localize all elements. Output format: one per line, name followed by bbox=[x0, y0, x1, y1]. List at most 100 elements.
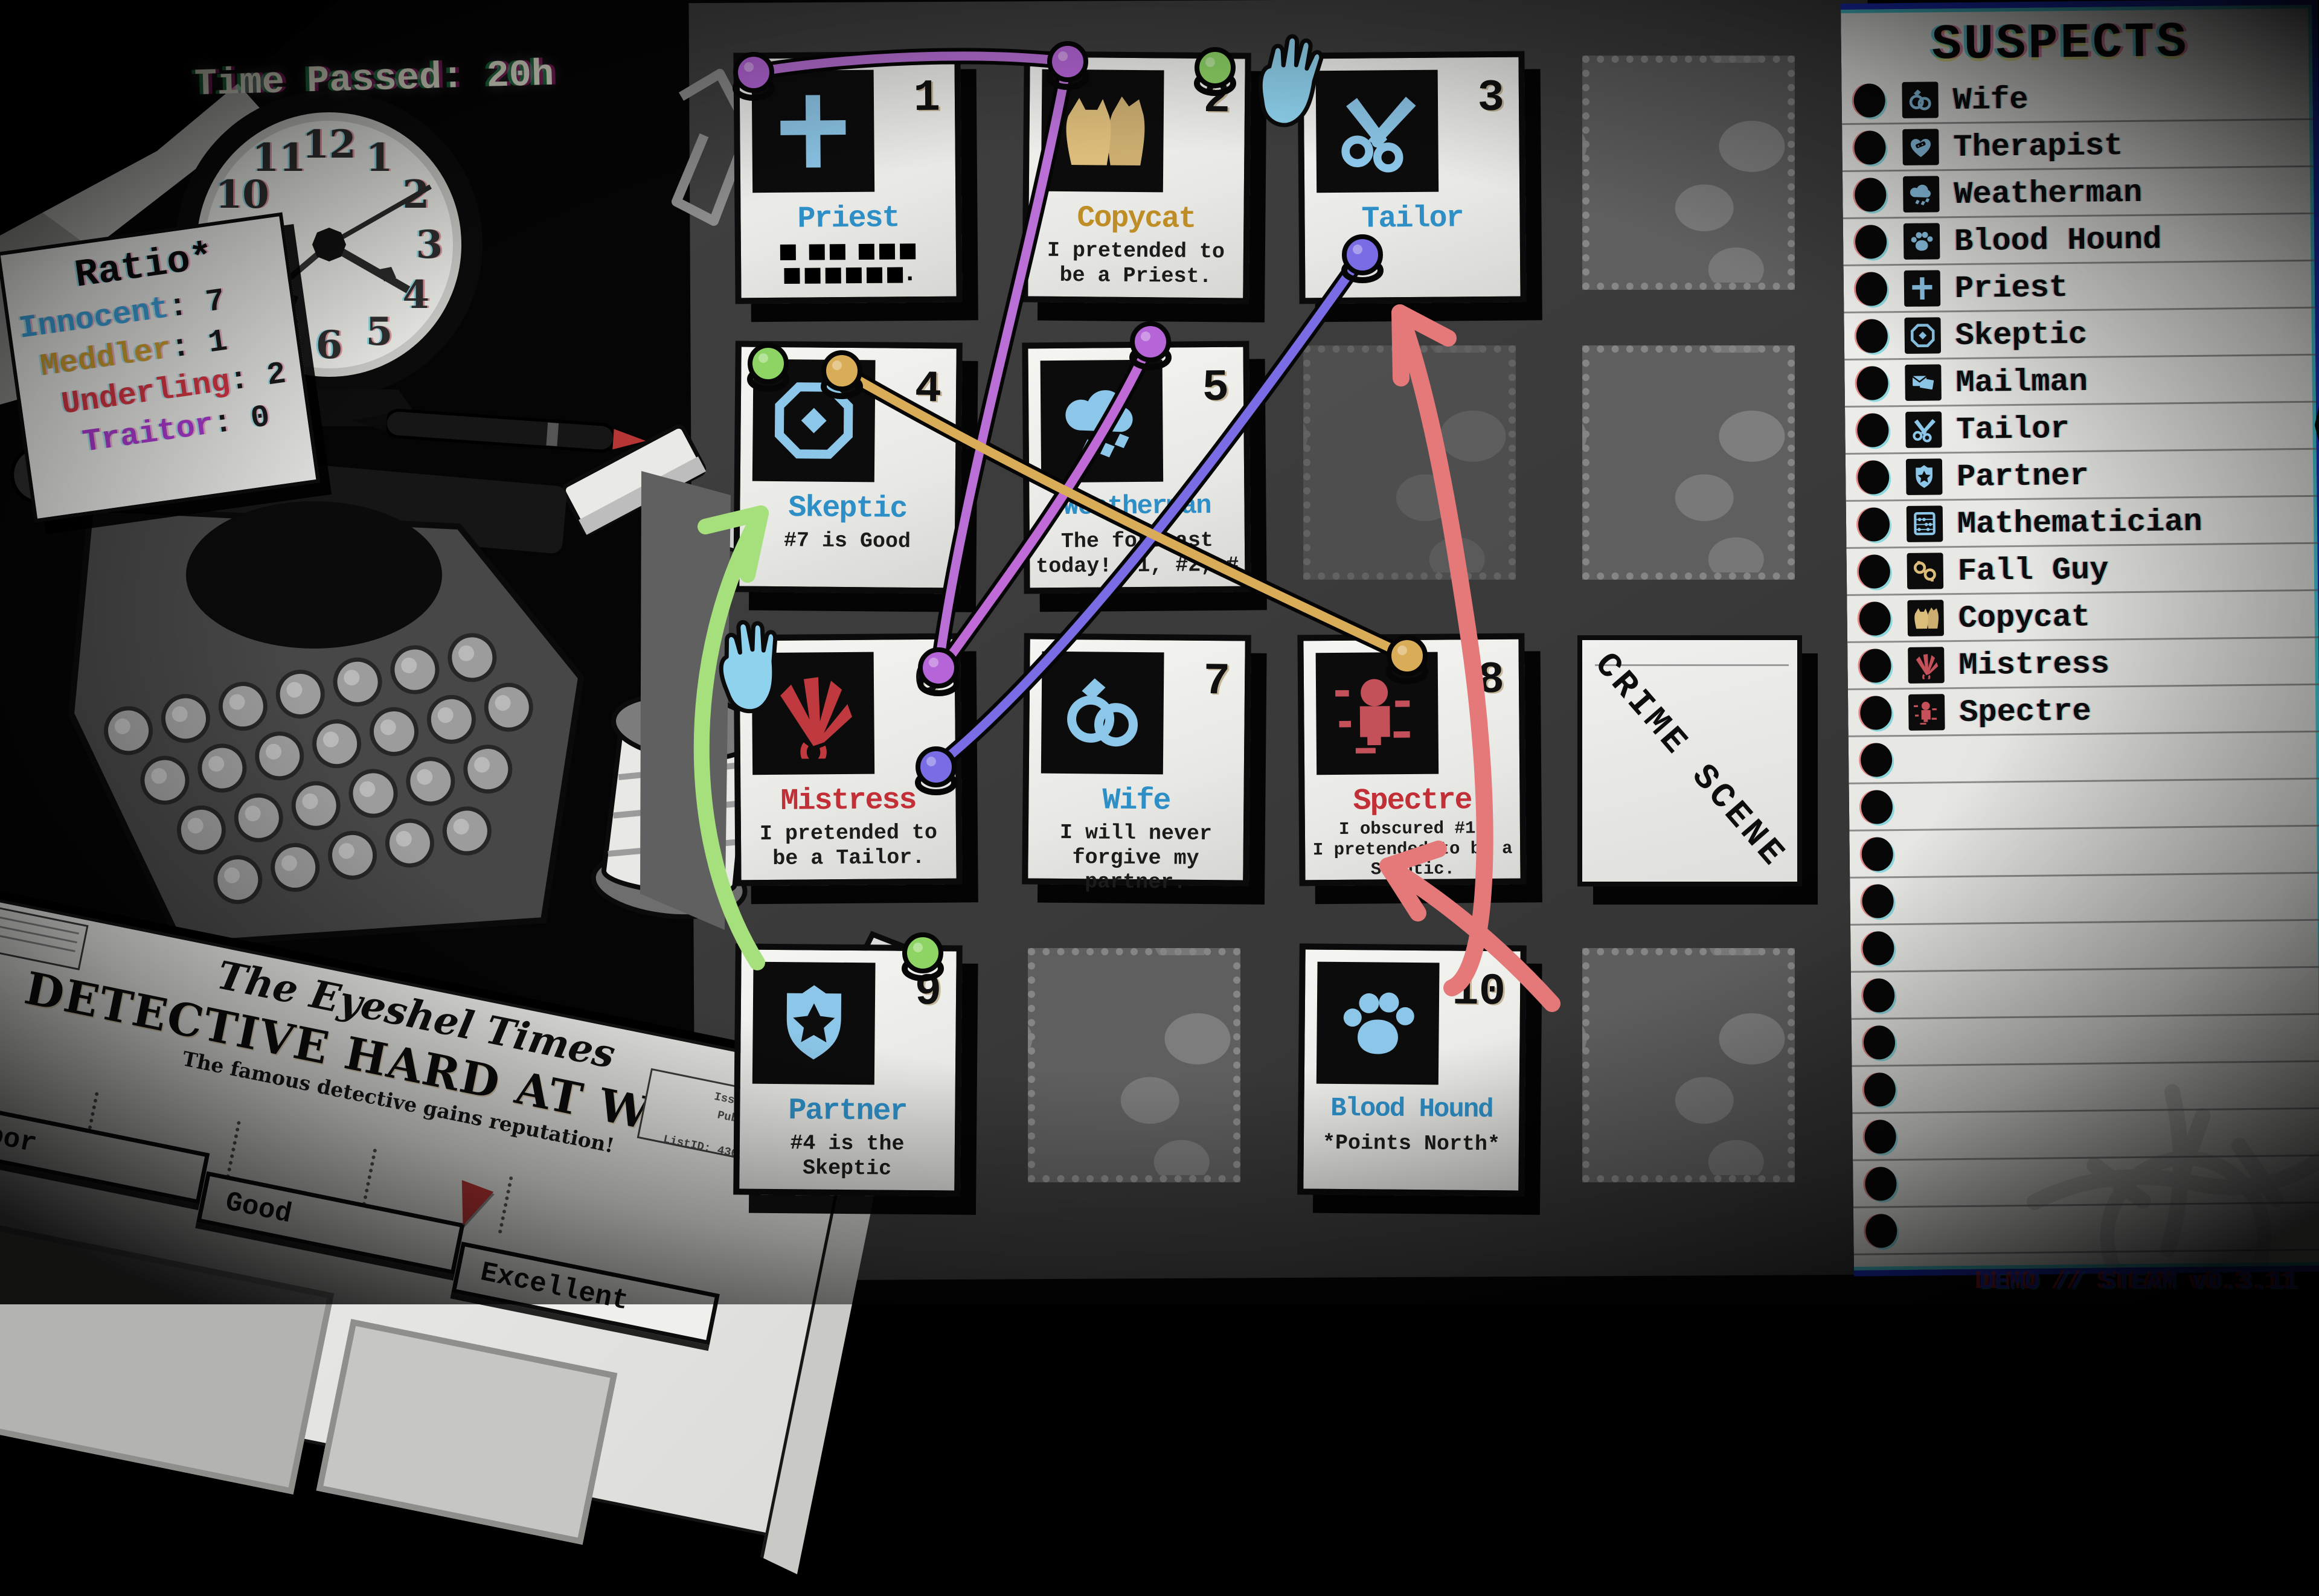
bullet-hole bbox=[1857, 413, 1889, 447]
board-pin[interactable] bbox=[747, 343, 789, 392]
empty-suspect-row bbox=[1851, 968, 2319, 1020]
bullet-hole bbox=[1854, 130, 1886, 165]
bullet-hole bbox=[1858, 460, 1890, 495]
bullet-hole bbox=[1864, 1120, 1896, 1154]
suspect-name: Mathematician bbox=[1957, 504, 2203, 543]
board-pin[interactable] bbox=[902, 932, 944, 981]
board-pin[interactable] bbox=[733, 52, 775, 101]
marker-arrow bbox=[1379, 857, 1560, 1012]
bullet-hole bbox=[1861, 790, 1893, 824]
cuffs-icon bbox=[1911, 557, 1939, 585]
suspect-icon-tile bbox=[1904, 270, 1941, 307]
suspect-icon-tile bbox=[1907, 600, 1944, 636]
suspect-row-wife[interactable]: Wife bbox=[1841, 73, 2313, 125]
bullet-hole bbox=[1859, 601, 1891, 636]
empty-suspect-row bbox=[1852, 1062, 2319, 1114]
suspect-name: Tailor bbox=[1956, 411, 2070, 449]
suspect-row-mathematician[interactable]: Mathematician bbox=[1846, 497, 2318, 549]
suspect-icon-tile bbox=[1905, 364, 1942, 401]
fan-icon bbox=[1912, 651, 1940, 679]
heartband-icon bbox=[1907, 133, 1934, 161]
bullet-hole bbox=[1858, 507, 1890, 542]
suspects-title: SUSPECTS bbox=[1931, 14, 2189, 74]
bullet-hole bbox=[1855, 225, 1887, 259]
board-pin[interactable] bbox=[1386, 635, 1428, 684]
marker-arrowhead bbox=[1391, 304, 1410, 386]
suspect-row-therapist[interactable]: Therapist bbox=[1842, 120, 2314, 172]
bullet-hole bbox=[1859, 554, 1891, 589]
bullet-hole bbox=[1864, 1072, 1896, 1107]
rings-icon bbox=[1906, 86, 1934, 114]
suspect-name: Fall Guy bbox=[1957, 552, 2109, 590]
suspect-icon-tile bbox=[1908, 694, 1945, 731]
bullet-hole bbox=[1862, 931, 1894, 966]
cloud-icon bbox=[1907, 180, 1935, 208]
empty-suspect-row bbox=[1849, 732, 2319, 784]
suspect-name: Mistress bbox=[1958, 646, 2110, 684]
suspect-row-fall-guy[interactable]: Fall Guy bbox=[1846, 544, 2318, 596]
suspect-name: Therapist bbox=[1953, 128, 2123, 166]
ghost-icon bbox=[1913, 698, 1940, 726]
suspect-row-priest[interactable]: Priest bbox=[1844, 261, 2315, 313]
grab-hand-icon bbox=[1258, 34, 1324, 127]
empty-suspect-row bbox=[1850, 921, 2319, 973]
bullet-hole bbox=[1864, 1025, 1896, 1060]
board-pin[interactable] bbox=[915, 746, 957, 795]
cats-icon bbox=[1911, 604, 1939, 632]
empty-suspect-row bbox=[1849, 827, 2319, 879]
badge-icon bbox=[1910, 463, 1938, 490]
suspect-row-copycat[interactable]: Copycat bbox=[1847, 591, 2318, 643]
suspect-name: Blood Hound bbox=[1954, 222, 2162, 260]
bullet-hole bbox=[1865, 1167, 1897, 1201]
empty-suspect-row bbox=[1849, 780, 2319, 832]
suspect-name: Priest bbox=[1954, 270, 2068, 307]
suspect-icon-tile bbox=[1902, 82, 1939, 118]
board-pin[interactable] bbox=[821, 350, 863, 399]
suspect-row-tailor[interactable]: Tailor bbox=[1845, 403, 2317, 455]
suspect-name: Weatherman bbox=[1954, 175, 2143, 213]
game-screen: 1112223334445556667778889991010101111111… bbox=[0, 0, 2319, 1304]
suspect-name: Mailman bbox=[1955, 364, 2088, 402]
bullet-hole bbox=[1856, 272, 1888, 306]
suspect-row-weatherman[interactable]: Weatherman bbox=[1843, 167, 2314, 219]
suspect-icon-tile bbox=[1905, 411, 1942, 448]
eye-icon bbox=[1909, 321, 1937, 349]
bullet-hole bbox=[1863, 978, 1895, 1013]
suspect-row-partner[interactable]: Partner bbox=[1846, 450, 2317, 502]
suspect-name: Partner bbox=[1956, 458, 2089, 496]
empty-suspect-row bbox=[1852, 1015, 2319, 1067]
abacus-icon bbox=[1911, 510, 1939, 537]
suspect-row-mailman[interactable]: Mailman bbox=[1844, 356, 2316, 408]
suspect-name: Copycat bbox=[1958, 599, 2091, 637]
version-label: DEMO // STEAM v0.3.11 bbox=[1978, 1267, 2298, 1296]
suspect-icon-tile bbox=[1907, 505, 1943, 542]
suspect-row-spectre[interactable]: Spectre bbox=[1848, 685, 2319, 737]
suspect-row-mistress[interactable]: Mistress bbox=[1847, 638, 2319, 690]
suspect-row-skeptic[interactable]: Skeptic bbox=[1844, 309, 2315, 361]
bullet-hole bbox=[1861, 743, 1893, 777]
empty-suspect-row bbox=[1853, 1156, 2319, 1208]
cross-icon bbox=[1908, 274, 1936, 302]
bullet-hole bbox=[1856, 366, 1888, 400]
board-pin[interactable] bbox=[1047, 41, 1089, 90]
bullet-hole bbox=[1855, 178, 1887, 212]
bullet-hole bbox=[1860, 696, 1892, 730]
suspect-name: Wife bbox=[1952, 82, 2029, 119]
suspect-icon-tile bbox=[1904, 223, 1940, 260]
bullet-hole bbox=[1861, 837, 1893, 871]
suspect-row-blood-hound[interactable]: Blood Hound bbox=[1843, 214, 2315, 266]
newspaper-photo bbox=[316, 1319, 618, 1545]
suspect-icon-tile bbox=[1907, 553, 1944, 589]
bullet-hole bbox=[1865, 1214, 1897, 1248]
board-pin[interactable] bbox=[917, 647, 960, 696]
scissors-icon bbox=[1910, 415, 1937, 443]
bullet-hole bbox=[1856, 319, 1888, 353]
board-pin[interactable] bbox=[1194, 47, 1236, 96]
suspect-icon-tile bbox=[1906, 458, 1943, 495]
suspect-icon-tile bbox=[1902, 129, 1939, 165]
paw-icon bbox=[1908, 227, 1936, 255]
bullet-hole bbox=[1862, 884, 1894, 918]
suspect-name: Spectre bbox=[1959, 693, 2092, 731]
suspect-icon-tile bbox=[1903, 176, 1940, 213]
suspects-panel: SUSPECTS Wife Therapist Weatherman Blood… bbox=[1841, 0, 2319, 1277]
